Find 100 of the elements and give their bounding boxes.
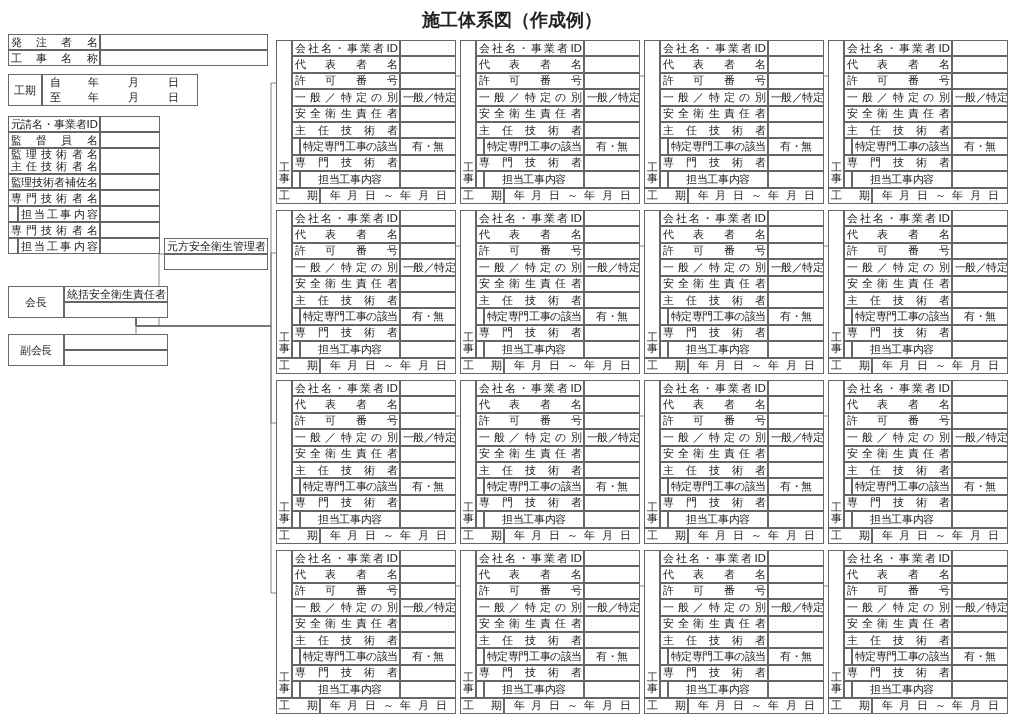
label-cell: 代表者名: [292, 566, 400, 583]
label-cell: 一般／特定の別: [844, 259, 952, 276]
label-cell: 主任技術者: [476, 632, 584, 649]
option-cell: 有・無: [584, 478, 640, 495]
label-cell: 会社名・事業者ID: [844, 210, 952, 227]
form-table: [828, 210, 1008, 374]
label-cell: 会社名・事業者ID: [660, 40, 768, 57]
label-cell: 特定専門工事の該当: [300, 138, 400, 155]
form-table: [644, 550, 824, 714]
label-cell: 担当工事内容: [18, 238, 100, 254]
connector-line: [455, 75, 461, 77]
label-cell: 一般／特定の別: [660, 89, 768, 106]
option-cell: 一般／特定: [952, 599, 1008, 616]
label-cell: 会社名・事業者ID: [660, 550, 768, 567]
option-cell: 有・無: [400, 308, 456, 325]
label-cell: 担当工事内容: [484, 511, 584, 528]
form-text: 年: [88, 92, 99, 103]
option-cell: 一般／特定: [952, 429, 1008, 446]
label-cell: 一般／特定の別: [844, 89, 952, 106]
label-cell: 主任技術者: [660, 292, 768, 309]
label-cell: 一般／特定の別: [476, 599, 584, 616]
form-text: 日: [168, 77, 179, 88]
label-cell: 会社名・事業者ID: [476, 380, 584, 397]
connector-line: [823, 585, 829, 587]
label-cell: 会長: [8, 286, 64, 318]
connector-line: [639, 585, 645, 587]
label-cell: 代表者名: [844, 56, 952, 73]
option-cell: 一般／特定: [584, 429, 640, 446]
label-cell: 元請名・事業者ID: [8, 116, 100, 132]
connector-line: [823, 75, 829, 77]
label-cell: 代表者名: [476, 56, 584, 73]
label-cell: 代表者名: [660, 566, 768, 583]
label-cell: 主任技術者: [844, 462, 952, 479]
label-cell: 一般／特定の別: [476, 89, 584, 106]
label-cell: 代表者名: [292, 56, 400, 73]
label-cell: 会社名・事業者ID: [292, 380, 400, 397]
label-cell: 特定専門工事の該当: [484, 478, 584, 495]
form-table: [644, 40, 824, 204]
option-cell: 一般／特定: [400, 599, 456, 616]
option-cell: 有・無: [952, 308, 1008, 325]
label-cell: 特定専門工事の該当: [852, 308, 952, 325]
option-cell: 有・無: [952, 478, 1008, 495]
form-table: [828, 40, 1008, 204]
label-cell: 一般／特定の別: [660, 429, 768, 446]
label-cell: 会社名・事業者ID: [292, 210, 400, 227]
option-cell: 有・無: [768, 308, 824, 325]
label-cell: 工事: [828, 380, 844, 528]
connector-line: [455, 245, 461, 247]
label-cell: 特定専門工事の該当: [484, 138, 584, 155]
connector-line: [639, 415, 645, 417]
option-cell: 一般／特定: [400, 259, 456, 276]
label-cell: 工事名称: [8, 50, 100, 66]
connector-line: [823, 245, 829, 247]
label-cell: 担当工事内容: [668, 681, 768, 698]
label-cell: 代表者名: [660, 56, 768, 73]
form-table: [276, 550, 456, 714]
label-cell: 担当工事内容: [668, 511, 768, 528]
label-cell: 副会長: [8, 334, 64, 366]
option-cell: 一般／特定: [768, 429, 824, 446]
label-cell: 専門技術者名: [8, 222, 100, 238]
option-cell: 有・無: [584, 648, 640, 665]
option-cell: 一般／特定: [768, 89, 824, 106]
label-cell: 特定専門工事の該当: [668, 138, 768, 155]
label-cell: 特定専門工事の該当: [852, 478, 952, 495]
option-cell: 一般／特定: [584, 89, 640, 106]
label-cell: 会社名・事業者ID: [476, 550, 584, 567]
label-cell: 主任技術者: [292, 632, 400, 649]
connector-line: [455, 415, 461, 417]
label-cell: 代表者名: [292, 396, 400, 413]
label-cell: 主任技術者: [292, 462, 400, 479]
diagram-title: 施工体系図（作成例）: [421, 8, 603, 32]
label-cell: 主任技術者: [476, 462, 584, 479]
label-cell: 担当工事内容: [300, 341, 400, 358]
form-table: [8, 334, 168, 366]
label-cell: 担当工事内容: [852, 341, 952, 358]
label-cell: 特定専門工事の該当: [484, 308, 584, 325]
form-table: [460, 210, 640, 374]
label-cell: 担当工事内容: [300, 511, 400, 528]
label-cell: 特定専門工事の該当: [300, 308, 400, 325]
label-cell: 工事: [828, 550, 844, 698]
option-cell: 有・無: [952, 648, 1008, 665]
label-cell: 工事: [276, 380, 292, 528]
label-cell: 特定専門工事の該当: [300, 648, 400, 665]
form-table: [8, 34, 268, 66]
label-cell: 代表者名: [476, 566, 584, 583]
label-cell: 工事: [644, 210, 660, 358]
label-cell: 主任技術者: [844, 632, 952, 649]
label-cell: 特定専門工事の該当: [668, 478, 768, 495]
label-cell: 工事: [644, 380, 660, 528]
label-cell: 工事: [644, 40, 660, 188]
label-cell: 主任技術者: [476, 292, 584, 309]
option-cell: 一般／特定: [400, 89, 456, 106]
option-cell: 一般／特定: [952, 259, 1008, 276]
label-cell: 代表者名: [844, 566, 952, 583]
form-table: [276, 40, 456, 204]
form-table: [460, 550, 640, 714]
label-cell: 代表者名: [292, 226, 400, 243]
label-cell: 主任技術者: [844, 122, 952, 139]
option-cell: 有・無: [584, 138, 640, 155]
connector-line: [639, 75, 645, 77]
